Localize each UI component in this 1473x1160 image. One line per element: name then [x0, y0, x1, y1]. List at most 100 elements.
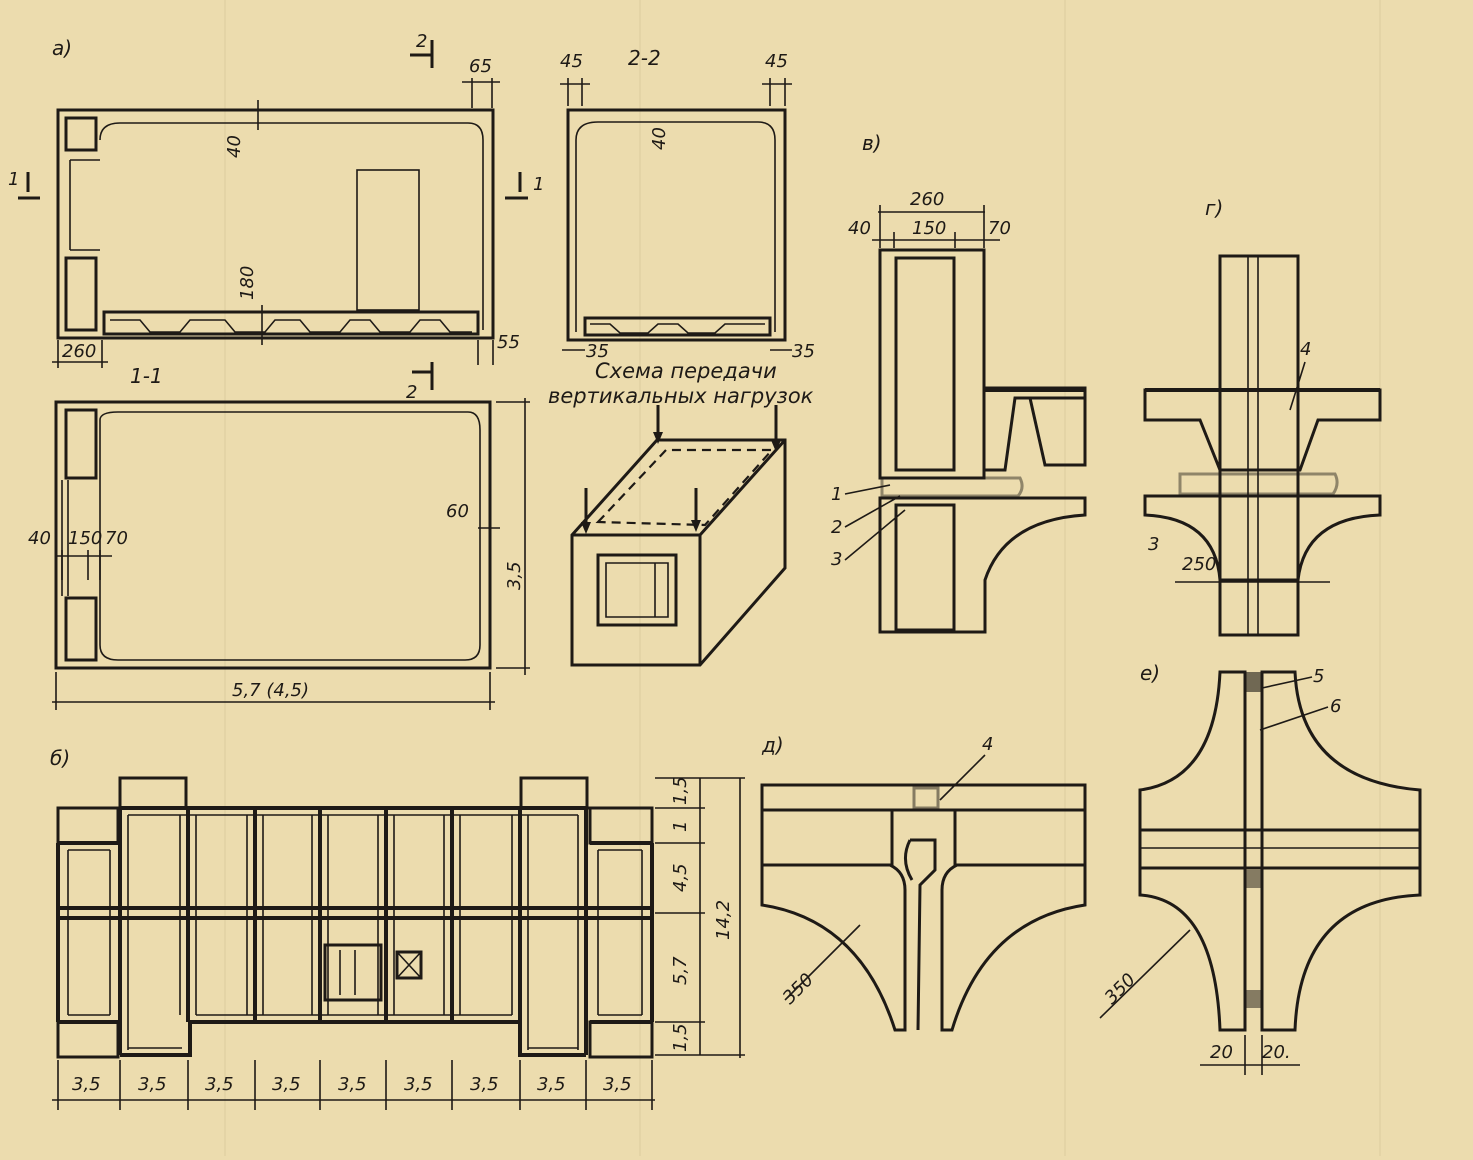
right-dim-lines: [655, 777, 745, 1058]
wall-insulation-bottom: [64, 256, 98, 332]
detail-e-left: [1138, 670, 1247, 1032]
bottom-dim-4: 3,5: [272, 1074, 301, 1095]
bottom-dim-9: 3,5: [603, 1074, 632, 1095]
detail-d-callout-4: 4: [982, 734, 993, 755]
dim-35-left: 35: [586, 341, 609, 362]
section-2-2-outline: [566, 108, 787, 342]
dim-40-b: 40: [649, 127, 670, 150]
detail-g-dim-250: 250: [1182, 554, 1216, 575]
detail-e-label: е): [1140, 661, 1160, 685]
detail-e-seal-top: [1245, 672, 1262, 692]
plan-insulation-top: [64, 408, 98, 480]
section-1-1-label: 1-1: [130, 364, 163, 388]
load-scheme: Схема передачи вертикальных нагрузок: [548, 359, 814, 667]
detail-g-callout-3: 3: [1148, 534, 1159, 555]
plan-inner-walls: [67, 814, 643, 1050]
block-inner-shell: [99, 122, 484, 330]
dim-35-right: 35: [792, 341, 815, 362]
bottom-dim-8: 3,5: [537, 1074, 566, 1095]
detail-v-dim-40: 40: [848, 218, 871, 239]
caption-line1: Схема передачи: [595, 359, 777, 383]
detail-g-leader-4: [1289, 361, 1306, 411]
bottom-dim-3: 3,5: [205, 1074, 234, 1095]
right-dim-3: 4,5: [670, 863, 691, 892]
dim-40: 40: [224, 135, 245, 158]
box-window: [596, 553, 678, 627]
cut-1-left: 1: [8, 169, 19, 190]
stair-well: [323, 943, 383, 1002]
balcony-block-6: [588, 1020, 654, 1059]
door-opening: [356, 169, 420, 311]
balcony-block-3: [519, 776, 589, 810]
detail-d-label: д): [761, 733, 784, 757]
detail-v-callout-2: 2: [831, 517, 842, 538]
detail-v-dim-line: [872, 232, 1000, 248]
detail-v-lower-wall: [878, 496, 1087, 634]
detail-d-insulation-left: [760, 808, 894, 867]
detail-e-right: [1260, 670, 1422, 1032]
detail-v-joint: [880, 476, 1024, 498]
detail-v: в) 260 40 150 70 1 2 3: [831, 131, 1087, 634]
dim-5-7: 5,7 (4,5): [232, 680, 309, 701]
detail-v-lower-insulation: [894, 503, 956, 632]
dim-60: 60: [446, 501, 469, 522]
dim-3-5-line: [496, 398, 530, 675]
detail-d-dim-350: 350: [779, 969, 818, 1008]
right-dim-2: 1: [670, 821, 691, 832]
detail-g-slab: [1143, 388, 1382, 472]
bottom-dim-7: 3,5: [470, 1074, 499, 1095]
dim-40-plan: 40: [28, 528, 51, 549]
detail-e-radius-line: [1099, 929, 1191, 1019]
detail-v-dim-260-line: [878, 205, 985, 248]
detail-v-upper-insulation: [894, 256, 956, 472]
detail-g-gap: [1247, 256, 1259, 635]
wall-insulation-top: [64, 116, 98, 152]
cut-1-left-mark: [18, 172, 40, 200]
panel-b-label: б): [50, 746, 70, 770]
detail-e-seal-mid: [1245, 870, 1262, 888]
right-dim-4: 5,7: [670, 956, 691, 985]
detail-g-joint: [1178, 472, 1339, 496]
section-2-2-label: 2-2: [628, 46, 661, 70]
dim-65-line: [462, 78, 500, 108]
detail-d: д) 4 350: [760, 733, 1087, 1032]
floor-ribs: [110, 319, 472, 333]
lift-shaft: [395, 950, 423, 980]
cut-1-right-mark: [505, 172, 528, 200]
detail-v-callout-3: 3: [831, 549, 842, 570]
box-window-frame: [605, 562, 669, 618]
detail-v-slab-void: [1028, 396, 1087, 467]
dim-65: 65: [469, 56, 492, 77]
detail-e-dim-20-line: [1200, 1035, 1300, 1075]
bottom-dim-5: 3,5: [338, 1074, 367, 1095]
load-arrows: [584, 405, 778, 530]
box-edges: [572, 438, 787, 665]
detail-e-leader-5: [1261, 676, 1313, 689]
section-2-2-floor: [583, 316, 772, 337]
detail-d-seal: [912, 786, 940, 810]
dim-150-plan: 150: [68, 528, 102, 549]
cut-2-bottom-mark: [412, 362, 434, 390]
dim-5-7-line: [52, 672, 495, 710]
dim-260: 260: [62, 341, 96, 362]
total-dim: 14,2: [713, 900, 734, 940]
detail-d-right-fillet: [940, 863, 1087, 1032]
bottom-dim-2: 3,5: [138, 1074, 167, 1095]
section-2-2-ribs: [590, 323, 765, 334]
detail-v-dim-150: 150: [912, 218, 946, 239]
caption-line2: вертикальных нагрузок: [548, 384, 814, 408]
dim-55: 55: [497, 332, 520, 353]
detail-e-callout-5: 5: [1313, 666, 1324, 687]
detail-e-dim-350: 350: [1101, 969, 1140, 1008]
lift-cross: [396, 951, 422, 979]
dim-45-right: 45: [765, 51, 788, 72]
section-2-2: 2-2 45 45 40 35 35: [560, 46, 815, 362]
detail-d-radius-line: [784, 924, 861, 1001]
window-opening: [69, 159, 100, 251]
detail-g: г) 4 3 250: [1143, 196, 1382, 637]
section-2-2-inner: [575, 121, 776, 332]
dim-45-left-line: [560, 78, 590, 106]
floor-slab: [102, 310, 480, 336]
load-arrowheads: [581, 432, 781, 534]
detail-e: е) 5 6 350 20 20.: [1099, 661, 1422, 1075]
